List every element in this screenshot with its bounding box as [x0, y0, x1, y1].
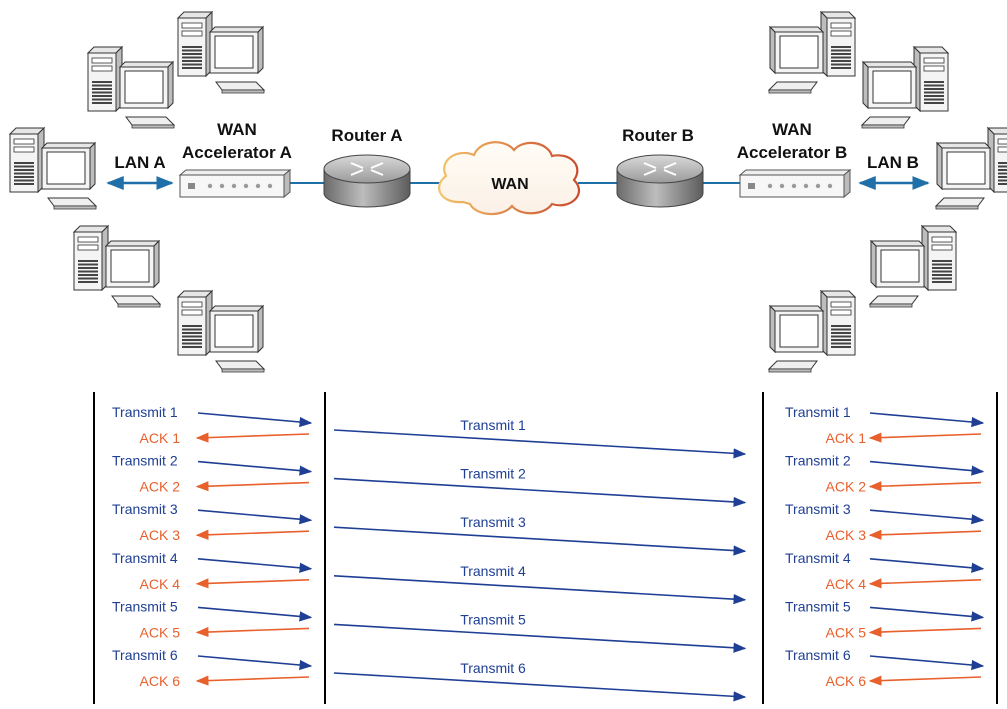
- ack-arrow-right: [868, 675, 982, 686]
- transmit-arrow-wan: [333, 477, 747, 508]
- ack-label-left: ACK 3: [140, 527, 181, 543]
- lan-computers: [8, 10, 1007, 373]
- transmit-arrow-wan: [333, 575, 747, 605]
- transmit-arrow-wan: [333, 429, 747, 459]
- wan-cloud-icon: [438, 141, 581, 216]
- transmit-arrow-wan: [333, 526, 747, 556]
- transmit-label-right: Transmit 2: [785, 453, 851, 469]
- transmit-arrow-left: [197, 558, 313, 573]
- ack-arrow-left: [195, 481, 310, 492]
- computer-icon: [767, 289, 857, 373]
- lan-a-label: LAN A: [114, 153, 165, 172]
- ack-arrow-right: [868, 626, 982, 638]
- transmit-arrow-right: [869, 558, 985, 573]
- transmit-arrow-left: [197, 606, 313, 622]
- transmit-label-left: Transmit 1: [112, 404, 178, 420]
- accelerator-b-icon: [738, 168, 852, 199]
- transmit-label-left: Transmit 2: [112, 453, 178, 469]
- ack-label-right: ACK 4: [826, 576, 867, 592]
- computer-icon: [176, 10, 266, 94]
- ack-arrow-right: [868, 578, 982, 589]
- accelerator-b-label-line1: WAN: [772, 120, 812, 139]
- transmit-label-wan: Transmit 4: [460, 563, 526, 579]
- computer-icon: [868, 224, 958, 308]
- accelerator-b-label-line2: Accelerator B: [737, 143, 848, 162]
- transmit-arrow-right: [869, 606, 985, 622]
- transmit-label-left: Transmit 3: [112, 501, 178, 517]
- transmit-arrow-right: [869, 412, 985, 428]
- ack-label-right: ACK 6: [826, 673, 867, 689]
- transmit-arrow-left: [197, 655, 313, 671]
- transmit-label-right: Transmit 4: [785, 550, 851, 566]
- ack-arrow-left: [195, 529, 310, 540]
- router-b-label: Router B: [622, 126, 694, 145]
- transmit-label-wan: Transmit 1: [460, 417, 526, 433]
- router-a-label: Router A: [331, 126, 402, 145]
- transmit-arrow-right: [869, 460, 985, 476]
- transmit-label-right: Transmit 3: [785, 501, 851, 517]
- transmit-label-wan: Transmit 3: [460, 514, 526, 530]
- computer-icon: [860, 45, 950, 129]
- router-b-icon: [616, 154, 704, 208]
- computer-icon: [8, 126, 98, 210]
- transmit-label-right: Transmit 6: [785, 647, 851, 663]
- transmit-label-right: Transmit 5: [785, 598, 851, 614]
- transmit-label-right: Transmit 1: [785, 404, 851, 420]
- ack-label-left: ACK 5: [140, 624, 181, 640]
- ack-label-right: ACK 1: [826, 430, 867, 446]
- transmit-arrow-wan: [333, 672, 747, 702]
- lan-b-label: LAN B: [867, 153, 919, 172]
- accelerator-a-label-line2: Accelerator A: [182, 143, 292, 162]
- ack-arrow-right: [868, 432, 982, 443]
- transmit-label-left: Transmit 5: [112, 598, 178, 614]
- ack-label-left: ACK 1: [140, 430, 181, 446]
- transmit-label-left: Transmit 6: [112, 647, 178, 663]
- accelerator-a-icon: [178, 168, 292, 199]
- ack-arrow-left: [195, 578, 310, 589]
- sequence-diagram: Transmit 1 ACK 1 Transmit 1 Transmit 1 ACK 1…: [112, 404, 985, 702]
- ack-arrow-left: [195, 626, 310, 638]
- computer-icon: [767, 10, 857, 94]
- ack-label-left: ACK 2: [140, 479, 181, 495]
- transmit-arrow-left: [197, 509, 313, 525]
- transmit-label-wan: Transmit 6: [460, 660, 526, 676]
- transmit-label-left: Transmit 4: [112, 550, 178, 566]
- transmit-label-wan: Transmit 5: [460, 611, 526, 627]
- ack-label-left: ACK 6: [140, 673, 181, 689]
- ack-label-right: ACK 3: [826, 527, 867, 543]
- ack-arrow-left: [195, 675, 310, 686]
- computer-icon: [934, 126, 1007, 210]
- sequence-lifelines: [93, 392, 998, 704]
- ack-label-right: ACK 5: [826, 624, 867, 640]
- transmit-label-wan: Transmit 2: [460, 466, 526, 482]
- accelerator-a-label-line1: WAN: [217, 120, 257, 139]
- ack-arrow-left: [195, 432, 310, 443]
- ack-arrow-right: [868, 529, 982, 540]
- transmit-arrow-left: [197, 460, 313, 476]
- ack-arrow-right: [868, 481, 982, 492]
- computer-icon: [176, 289, 266, 373]
- ack-label-right: ACK 2: [826, 479, 867, 495]
- wan-label: WAN: [491, 176, 528, 193]
- computer-icon: [86, 45, 176, 129]
- ack-label-left: ACK 4: [140, 576, 181, 592]
- transmit-arrow-right: [869, 509, 985, 525]
- transmit-arrow-right: [869, 655, 985, 671]
- transmit-arrow-left: [197, 412, 313, 428]
- computer-icon: [72, 224, 162, 308]
- transmit-arrow-wan: [333, 623, 747, 653]
- router-a-icon: [323, 154, 411, 208]
